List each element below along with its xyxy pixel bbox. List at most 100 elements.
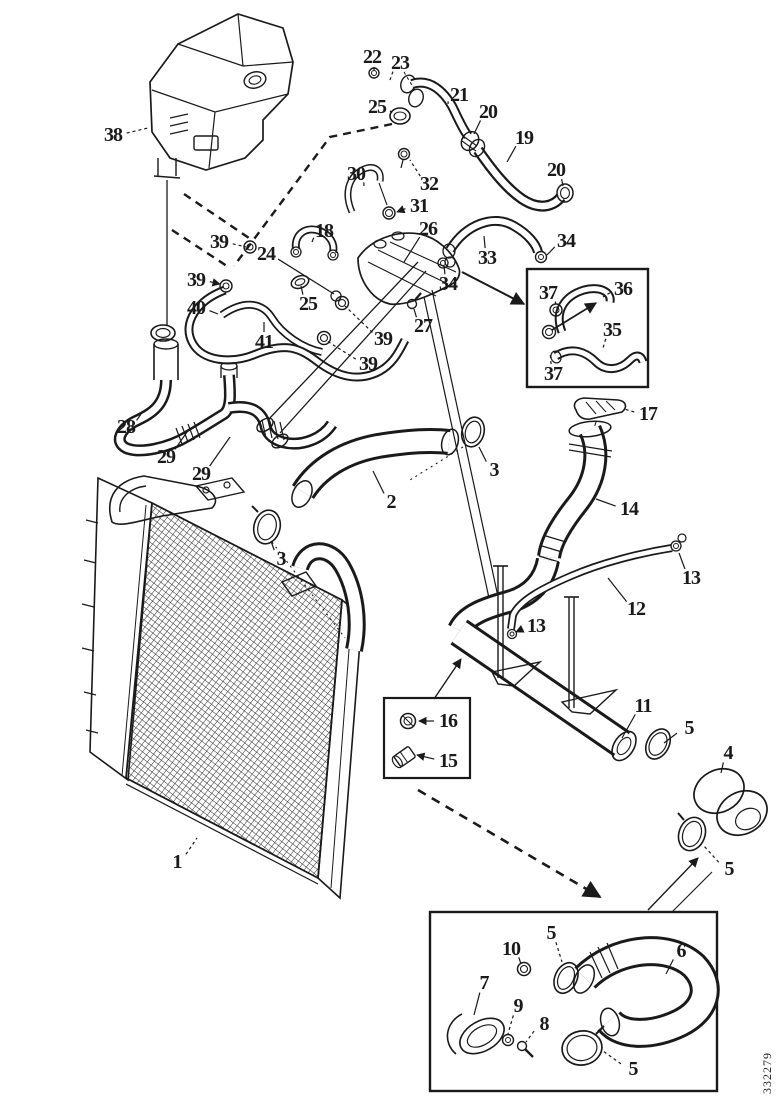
leader-26-11	[403, 236, 421, 263]
hose-40	[219, 300, 323, 356]
clamp-20b	[556, 183, 574, 203]
callout-37: 37	[544, 363, 563, 385]
callout-5: 5	[546, 922, 557, 944]
leader-34-13	[546, 246, 556, 256]
clamp-5b	[677, 812, 707, 852]
leader-11-40	[621, 714, 636, 739]
leader-20-5	[473, 120, 482, 135]
clamp-3b	[460, 416, 486, 448]
leader-33-12	[483, 235, 486, 249]
leader-10-47	[518, 957, 522, 965]
callout-32: 32	[420, 173, 439, 195]
callout-23: 23	[391, 52, 410, 74]
leader-20-7	[561, 179, 564, 187]
leader-36-26	[602, 292, 611, 298]
bracket-17	[573, 397, 627, 445]
callout-11: 11	[634, 695, 653, 717]
callout-33: 33	[478, 247, 497, 269]
dashed-reference-lines	[171, 122, 713, 913]
callout-12: 12	[627, 598, 646, 620]
leader-8-52	[525, 1030, 535, 1043]
leader-1-46	[185, 837, 198, 855]
callout-27: 27	[414, 315, 433, 337]
bolt-27	[406, 292, 422, 310]
callout-13: 13	[527, 615, 546, 637]
callout-10: 10	[502, 938, 521, 960]
leader-39-18	[209, 278, 221, 287]
leader-37-28	[549, 351, 552, 365]
callout-34: 34	[439, 273, 458, 295]
radiator	[81, 475, 366, 900]
hose-41	[184, 285, 410, 382]
leader-34-14	[443, 265, 446, 275]
callout-39: 39	[359, 353, 378, 375]
leader-12-38	[607, 577, 628, 602]
callout-39: 39	[210, 231, 229, 253]
callout-21: 21	[450, 84, 469, 106]
clamp-3a	[251, 505, 282, 545]
hose-2	[271, 428, 464, 639]
hose-18	[290, 225, 339, 290]
hose-28	[113, 361, 337, 457]
leader-27-22	[413, 308, 418, 318]
callout-26: 26	[419, 218, 438, 240]
charge-tube-11	[448, 557, 637, 762]
callout-39: 39	[187, 269, 206, 291]
leader-9-51	[507, 1015, 514, 1035]
callout-20: 20	[479, 101, 498, 123]
callout-29: 29	[192, 463, 211, 485]
leader-35-27	[602, 338, 607, 349]
callout-36: 36	[614, 278, 633, 300]
inset-box-3	[428, 910, 720, 1093]
arrow-to-inset-1	[461, 271, 526, 305]
callout-8: 8	[539, 1013, 550, 1035]
hose-12	[506, 533, 687, 640]
callout-13: 13	[682, 567, 701, 589]
callout-15: 15	[439, 750, 458, 772]
callout-39: 39	[374, 328, 393, 350]
callout-24: 24	[257, 243, 276, 265]
leader-13-37	[678, 552, 686, 570]
leader-39-16	[232, 243, 247, 248]
leader-4-42	[720, 762, 724, 774]
drawing-number: 332279	[760, 1052, 774, 1094]
callout-25: 25	[299, 293, 318, 315]
leader-14-36	[595, 498, 616, 507]
reservoir-tank	[149, 13, 294, 179]
leader-2-33	[372, 470, 385, 494]
callout-41: 41	[255, 331, 274, 353]
callout-35: 35	[603, 319, 622, 341]
leader-6-49	[665, 959, 674, 975]
callout-1: 1	[172, 851, 183, 873]
manifold-pipes	[256, 261, 501, 613]
leader-24-17	[277, 258, 335, 295]
leader-39-24	[326, 340, 357, 360]
leader-28-30	[136, 413, 142, 421]
leader-13-39	[515, 624, 525, 633]
leader-7-50	[473, 992, 481, 1016]
callout-18: 18	[315, 220, 334, 242]
callout-7: 7	[479, 972, 490, 994]
leader-5-48	[555, 942, 563, 963]
callout-30: 30	[347, 163, 366, 185]
leader-29-32	[209, 436, 231, 467]
hose-19	[468, 138, 566, 212]
clamp-under-tank	[150, 324, 179, 380]
leader-18-15	[311, 237, 315, 243]
inset-box-2	[382, 696, 472, 780]
callout-38: 38	[104, 124, 123, 146]
callout-40: 40	[187, 297, 206, 319]
callout-5: 5	[628, 1058, 639, 1080]
leader-17-29	[623, 408, 635, 413]
leader-29-31	[174, 431, 188, 450]
callout-14: 14	[620, 498, 639, 520]
leader-25-20	[300, 285, 304, 295]
leader-3-34	[270, 540, 275, 551]
hose-21	[410, 77, 473, 139]
hose-14	[537, 420, 613, 563]
callout-3: 3	[276, 548, 287, 570]
leader-19-6	[506, 145, 517, 163]
hose-33	[437, 215, 548, 269]
